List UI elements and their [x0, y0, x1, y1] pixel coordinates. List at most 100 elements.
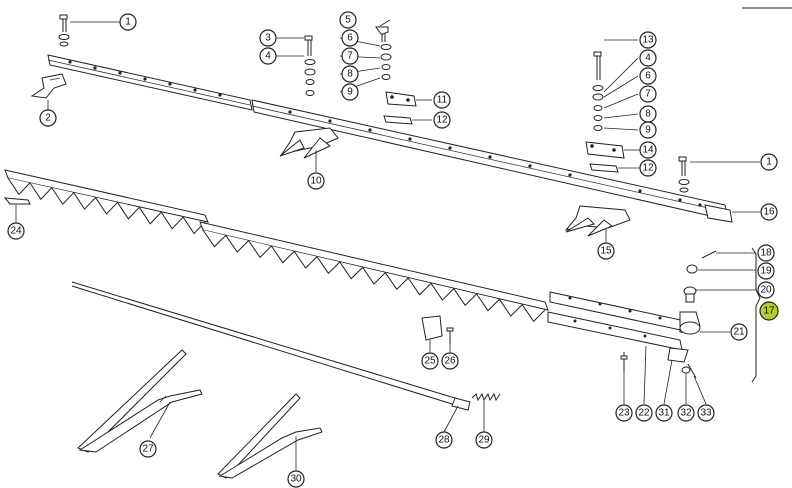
svg-text:20: 20	[760, 285, 772, 296]
svg-text:18: 18	[760, 248, 772, 259]
svg-text:22: 22	[638, 408, 650, 419]
callout-18: 18	[757, 244, 775, 262]
svg-text:28: 28	[438, 435, 450, 446]
callout-10: 10	[307, 172, 325, 190]
callout-19: 19	[757, 262, 775, 280]
callout-17-highlighted: 17	[759, 301, 779, 321]
plate-31	[667, 347, 689, 363]
rivet-23	[620, 352, 628, 372]
svg-text:1: 1	[125, 17, 131, 28]
callout-15: 15	[597, 242, 615, 260]
rivet-26	[446, 327, 454, 344]
divider-30	[217, 393, 323, 479]
svg-text:6: 6	[347, 33, 353, 44]
callout-30: 30	[287, 470, 305, 488]
svg-text:11: 11	[437, 95, 448, 106]
callout-24: 24	[7, 222, 25, 240]
svg-text:15: 15	[600, 246, 612, 257]
knife-back-bar	[547, 291, 691, 351]
clip-11	[385, 91, 417, 107]
callout-7-right: 7	[639, 85, 657, 103]
svg-text:29: 29	[478, 435, 490, 446]
svg-text:33: 33	[700, 408, 712, 419]
svg-text:4: 4	[265, 51, 271, 62]
callout-3: 3	[259, 29, 277, 47]
svg-text:9: 9	[347, 87, 353, 98]
guard-15	[564, 205, 631, 237]
callout-6-center: 6	[341, 29, 359, 47]
callout-leaders	[15, 19, 760, 470]
bolt-column-center	[375, 26, 392, 80]
callout-13: 13	[639, 31, 657, 49]
svg-text:30: 30	[290, 474, 302, 485]
svg-text:7: 7	[645, 89, 651, 100]
callout-28: 28	[435, 431, 453, 449]
svg-text:21: 21	[733, 327, 745, 338]
callout-9-right: 9	[639, 121, 657, 139]
svg-text:7: 7	[347, 51, 353, 62]
right-end-bolt	[678, 156, 690, 193]
rod-28	[71, 281, 471, 411]
callout-27: 27	[139, 440, 157, 458]
knife-sections-right	[199, 221, 549, 323]
svg-text:27: 27	[142, 444, 154, 455]
callout-7-center: 7	[341, 47, 359, 65]
callout-32: 32	[677, 404, 695, 422]
clip-14	[585, 141, 625, 159]
svg-text:2: 2	[45, 113, 51, 124]
svg-text:26: 26	[444, 356, 456, 367]
svg-text:1: 1	[766, 157, 772, 168]
finger-bar-holes	[68, 60, 702, 207]
callout-23: 23	[615, 404, 633, 422]
finger-bar	[47, 54, 733, 223]
callout-6-right: 6	[639, 67, 657, 85]
svg-text:9: 9	[645, 125, 651, 136]
plate-25	[421, 315, 443, 341]
callout-33: 33	[697, 404, 715, 422]
svg-text:23: 23	[618, 408, 630, 419]
shim-12	[383, 115, 413, 125]
callout-26: 26	[441, 352, 459, 370]
callout-25: 25	[421, 352, 439, 370]
svg-text:6: 6	[645, 71, 651, 82]
svg-text:8: 8	[645, 109, 651, 120]
callout-29: 29	[475, 431, 493, 449]
callout-16: 16	[760, 203, 778, 221]
svg-text:14: 14	[642, 145, 654, 156]
left-end-guard	[30, 73, 67, 99]
svg-text:16: 16	[763, 207, 775, 218]
callout-5: 5	[339, 11, 357, 29]
callout-11: 11	[433, 91, 451, 109]
svg-text:19: 19	[760, 266, 772, 277]
svg-text:10: 10	[310, 176, 322, 187]
left-end-bolt	[58, 14, 70, 47]
shim-12-right	[589, 163, 619, 173]
callout-2: 2	[39, 109, 57, 127]
callout-31: 31	[655, 404, 673, 422]
bolt-33	[687, 363, 697, 379]
svg-text:3: 3	[265, 33, 271, 44]
callout-4-center: 4	[259, 47, 277, 65]
knife-section-24	[3, 197, 31, 205]
svg-text:4: 4	[645, 53, 651, 64]
knife-head-assembly	[679, 250, 717, 335]
svg-text:12: 12	[642, 163, 654, 174]
nut-32	[681, 366, 691, 374]
callout-8-center: 8	[341, 65, 359, 83]
callout-22: 22	[635, 404, 653, 422]
knife-sections-left	[4, 169, 209, 235]
callout-1-right: 1	[760, 153, 778, 171]
svg-text:12: 12	[436, 115, 448, 126]
callout-4-right: 4	[639, 49, 657, 67]
callout-12-center: 12	[433, 111, 451, 129]
bolt-column-right	[592, 51, 604, 131]
callout-14: 14	[639, 141, 657, 159]
svg-text:31: 31	[658, 408, 670, 419]
svg-text:17: 17	[763, 306, 775, 317]
callout-20: 20	[757, 281, 775, 299]
bracket-17	[751, 247, 761, 383]
svg-text:5: 5	[345, 15, 351, 26]
divider-27	[77, 349, 203, 453]
svg-text:13: 13	[642, 35, 654, 46]
